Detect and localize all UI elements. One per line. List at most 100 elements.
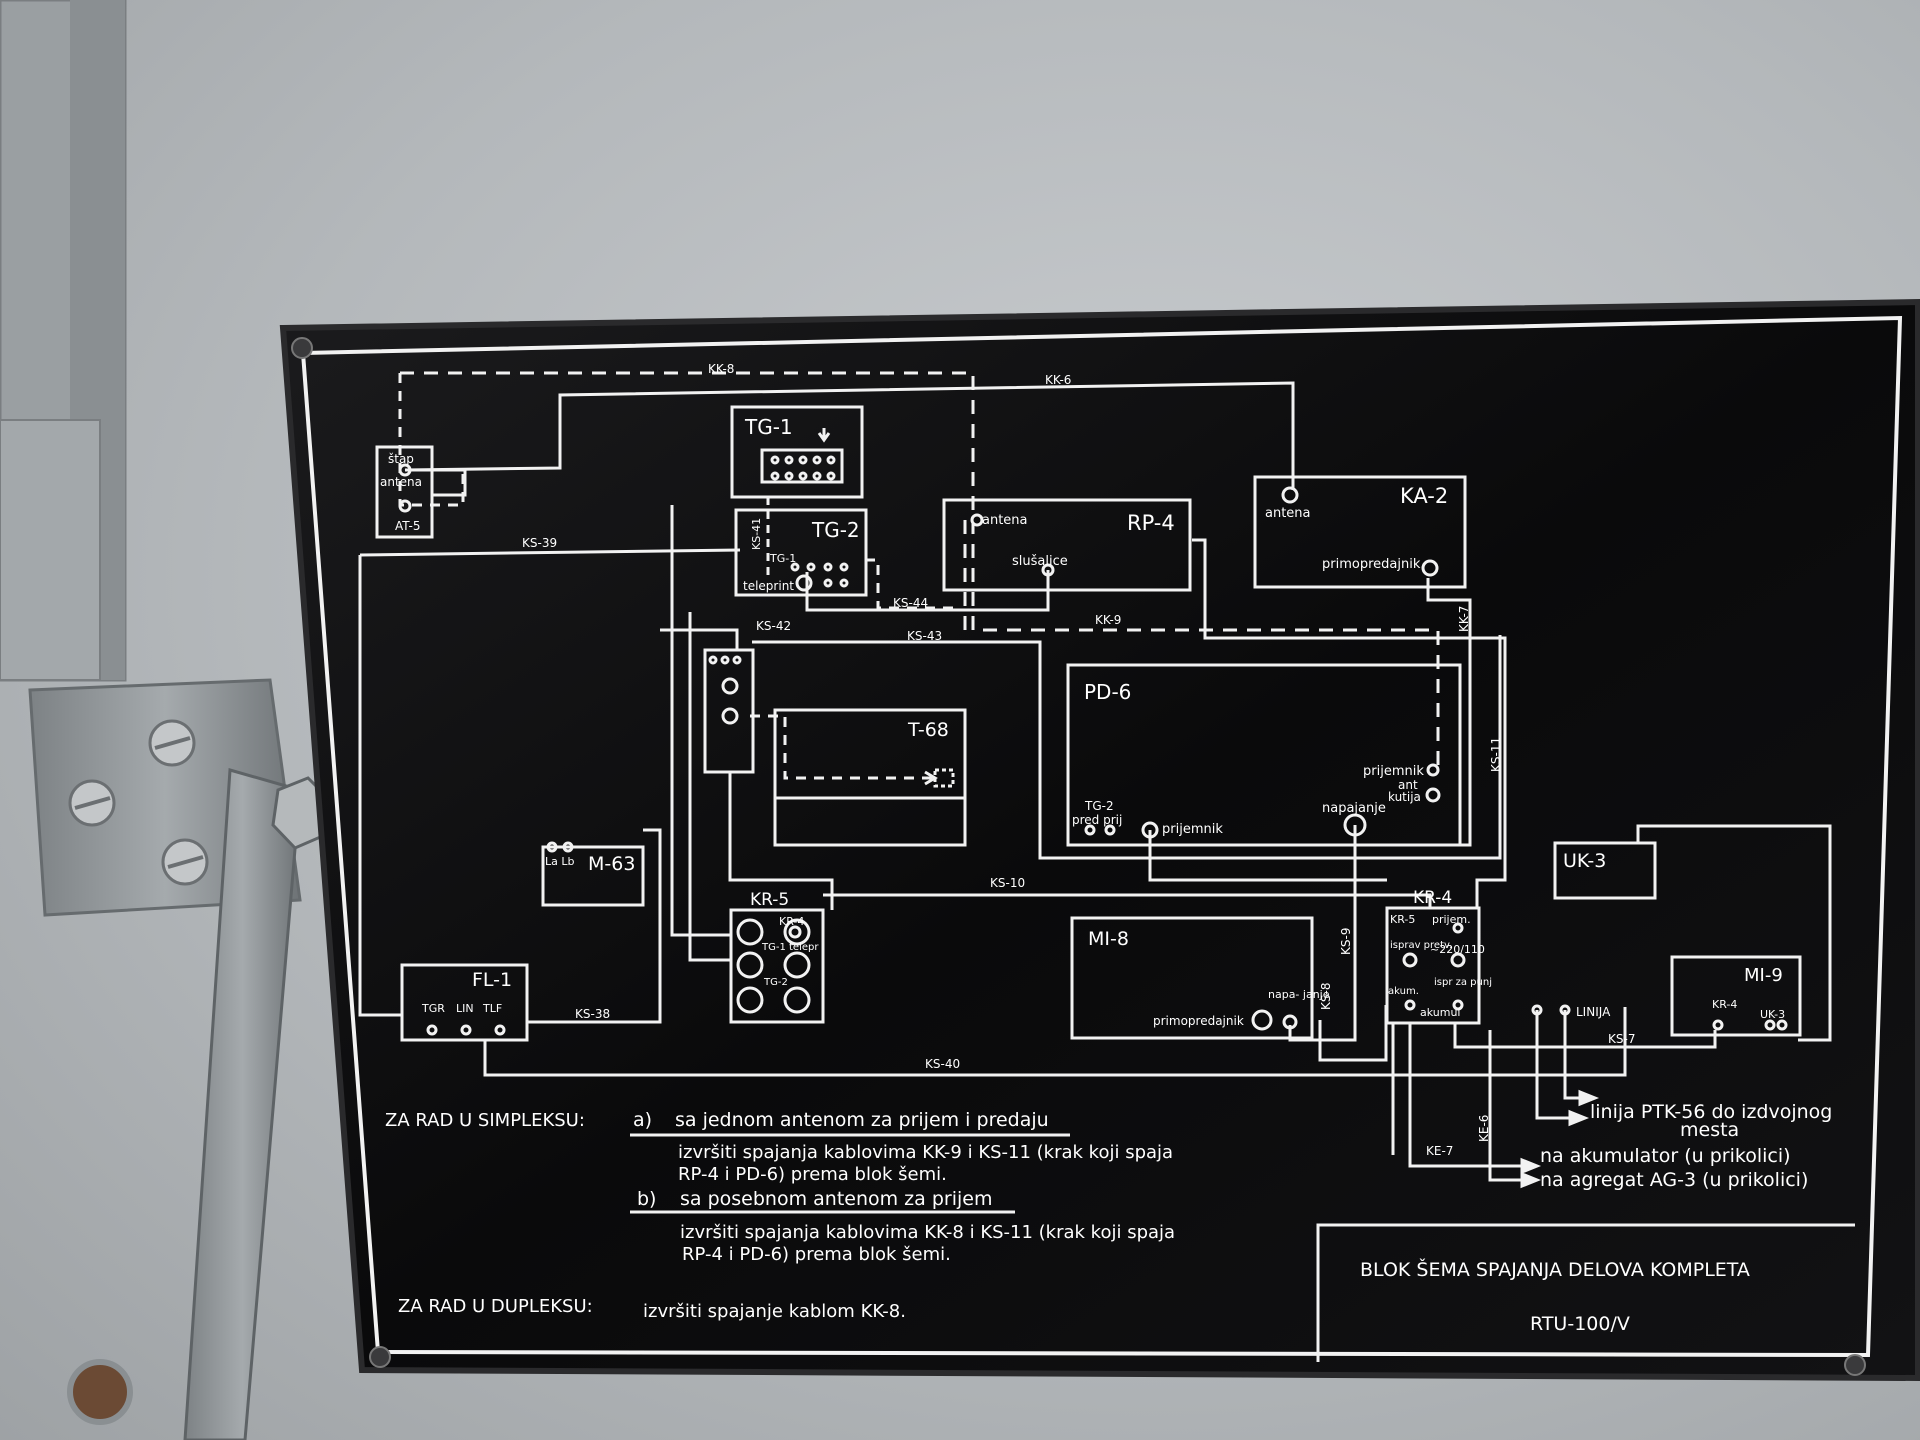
stap-label: štap [388, 452, 414, 466]
b-text2: RP-4 i PD-6) prema blok šemi. [682, 1244, 951, 1265]
ks9-label: KS-9 [1339, 928, 1353, 955]
rp4-label: RP-4 [1127, 511, 1175, 535]
kr4-box [1385, 906, 1481, 1025]
mi9-box [1670, 955, 1802, 1037]
pd6-tg2-label: TG-2 [1084, 799, 1114, 813]
kr4-220-label: ~220/110 [1430, 943, 1485, 956]
simpleks-heading: ZA RAD U SIMPLEKSU: [385, 1110, 585, 1131]
ks7-label: KS-7 [1608, 1032, 1635, 1046]
mesta-label: mesta [1680, 1119, 1739, 1141]
pd6-napajanje-label: napajanje [1322, 801, 1386, 816]
tg2-box [734, 508, 868, 597]
cable-t68-dash [750, 714, 935, 780]
cable-linija-1 [1535, 1010, 1570, 1120]
output-labels: linija PTK-56 do izdvojnog mesta na akum… [1540, 1101, 1832, 1191]
cable-kk8 [400, 371, 1440, 770]
diagram-title: BLOK ŠEMA SPAJANJA DELOVA KOMPLETA [1360, 1257, 1750, 1281]
pd6-label: PD-6 [1084, 680, 1131, 704]
arrow-akumulator [1520, 1157, 1542, 1175]
ka2-label: KA-2 [1400, 484, 1448, 508]
kr4-isprav-label: isprav pretv. [1390, 940, 1452, 951]
rp4-slusalice-label: slušalice [1012, 554, 1068, 569]
kr5-box [729, 908, 825, 1024]
title-block: BLOK ŠEMA SPAJANJA DELOVA KOMPLETA RTU-1… [1360, 1257, 1750, 1335]
agregat-label: na agregat AG-3 (u prikolici) [1540, 1169, 1808, 1191]
ks44-label: KS-44 [893, 596, 928, 610]
ka2-box [1253, 475, 1467, 589]
kr4-ispr-label: ispr za punj [1434, 977, 1492, 988]
at5-label: AT-5 [395, 519, 420, 533]
kk6-label: KK-6 [1045, 373, 1071, 387]
cable-ks39 [359, 548, 741, 557]
mi9-label: MI-9 [1744, 965, 1783, 986]
b-text1: izvršiti spajanja kablovima KK-8 i KS-11… [680, 1222, 1175, 1243]
linija-label: LINIJA [1576, 1005, 1611, 1019]
rp4-box [942, 498, 1192, 592]
cable-labels: KK-8 KK-6 KK-9 KK-7 KS-39 KS-44 KS-42 KS… [522, 362, 1635, 1158]
la-lb-label: La Lb [545, 855, 574, 868]
ke6-label: KE-6 [1477, 1115, 1491, 1142]
cable-stap-tg1 [405, 468, 467, 497]
a-title: sa jednom antenom za prijem i predaju [675, 1109, 1049, 1131]
b-title: sa posebnom antenom za prijem [680, 1188, 992, 1210]
ks41-label: KS-41 [750, 518, 763, 550]
kr5-tg2-label: TG-2 [763, 977, 788, 988]
cable-ks42 [660, 628, 739, 650]
kr5-tg1telepr-label: TG-1 telepr [761, 942, 819, 953]
kr4-label: KR-4 [1413, 888, 1452, 908]
cable-tg2-left [688, 612, 731, 962]
pd6-predprij-label: pred prij [1072, 813, 1122, 827]
kk8-label: KK-8 [708, 362, 734, 376]
rp4-antena-label: antena [982, 513, 1028, 528]
pd6-prijemnik-left-label: prijemnik [1162, 822, 1223, 837]
cable-ks38 [527, 828, 662, 1024]
dupleks-heading: ZA RAD U DUPLEKSU: [398, 1296, 593, 1317]
ks8-label: KS-8 [1319, 983, 1333, 1010]
akumulator-label: na akumulator (u prikolici) [1540, 1145, 1791, 1167]
fl1-label: FL-1 [472, 969, 512, 991]
plate-rivet [369, 1346, 391, 1368]
cable-ks11 [1192, 538, 1507, 908]
wall-hardware [0, 0, 332, 1440]
ks10-label: KS-10 [990, 876, 1025, 890]
tg1-connector [760, 448, 844, 484]
cable-ks39-down [358, 555, 402, 1017]
tg2-label: TG-2 [811, 518, 860, 542]
mi9-uk3-label: UK-3 [1760, 1008, 1785, 1021]
diagram-model: RTU-100/V [1530, 1313, 1630, 1335]
a-text2: RP-4 i PD-6) prema blok šemi. [678, 1164, 947, 1185]
ks39-label: KS-39 [522, 536, 557, 550]
cable-linija-2 [1563, 1010, 1580, 1100]
pd6-ant-label: ant [1398, 778, 1418, 792]
kr4-prijem-label: prijem. [1432, 913, 1471, 926]
cable-ks44 [805, 570, 1050, 612]
ks40-label: KS-40 [925, 1057, 960, 1071]
ks38-label: KS-38 [575, 1007, 610, 1021]
uk3-label: UK-3 [1563, 850, 1606, 872]
a-marker: a) [633, 1109, 652, 1131]
ks42-label: KS-42 [756, 619, 791, 633]
tg1-label: TG-1 [744, 415, 793, 439]
pd6-kutija-label: kutija [1388, 790, 1421, 804]
arrow-mesta [1578, 1089, 1600, 1107]
tg1-small-label: TG-1 [769, 552, 796, 565]
kr4-akumul-label: akumul [1420, 1006, 1461, 1019]
mi8-box [1070, 916, 1314, 1040]
cable-ks42-left [670, 505, 731, 937]
kk7-label: KK-7 [1457, 606, 1471, 632]
kr4-kr5-label: KR-5 [1390, 913, 1415, 926]
ks43-label: KS-43 [907, 629, 942, 643]
diagram-plate [279, 298, 1920, 1382]
ke7-label: KE-7 [1426, 1144, 1453, 1158]
teleprint-label: teleprint [743, 579, 794, 593]
cable-ks7 [1453, 1023, 1717, 1049]
mi9-kr4-label: KR-4 [1712, 998, 1737, 1011]
fl1-lin-label: LIN [456, 1002, 474, 1015]
cable-ks9 [1288, 825, 1357, 1042]
m63-box [541, 845, 645, 907]
arrow-linija [1568, 1109, 1590, 1127]
arrow-agregat [1520, 1171, 1542, 1189]
mi8-napajanje-label: napa- janje [1268, 988, 1330, 1001]
stay-arm [183, 768, 302, 1440]
fl1-box [400, 963, 529, 1042]
